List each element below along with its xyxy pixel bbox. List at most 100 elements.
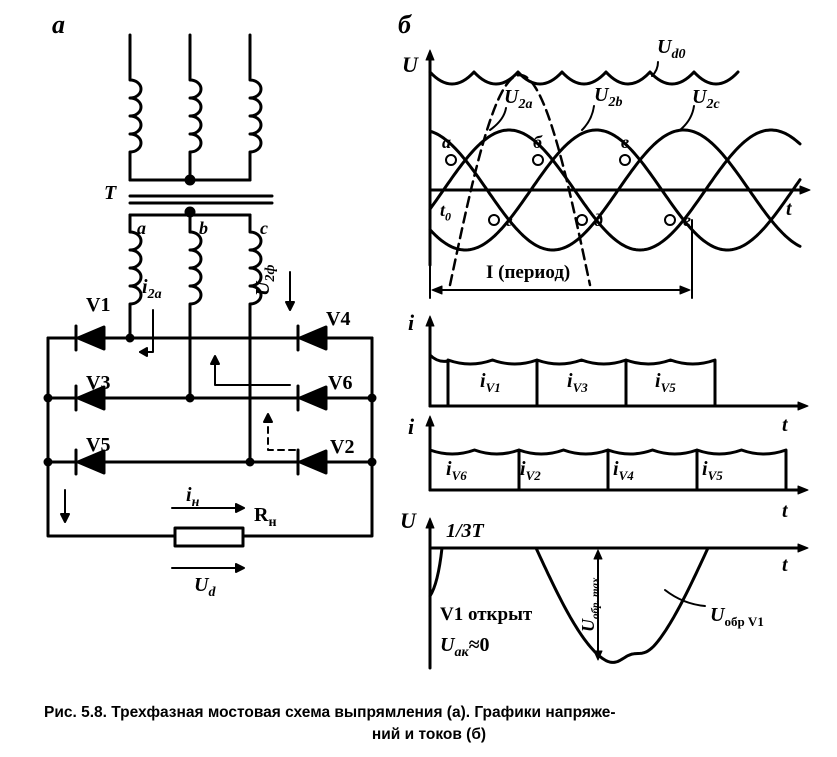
secondary-winding-c xyxy=(248,213,263,464)
panel-a-circuit xyxy=(43,33,377,573)
point-a-label: а xyxy=(442,132,451,152)
t0-label: t0 xyxy=(440,200,452,224)
load-voltage-label: Ud xyxy=(194,574,216,600)
uak-label: Uак≈0 xyxy=(440,634,490,660)
v1-open-label: V1 открыт xyxy=(440,604,533,625)
phase-b-label: b xyxy=(199,218,208,238)
point-b xyxy=(532,154,544,166)
intersection-points xyxy=(445,154,676,226)
panel-a-label: а xyxy=(52,10,65,39)
diode-v2 xyxy=(296,448,328,476)
u2a-leader xyxy=(489,107,507,131)
plot-2-x-label: t xyxy=(782,414,788,436)
load-resistor xyxy=(173,526,245,548)
point-g xyxy=(488,214,500,226)
circuit-nodes xyxy=(43,333,377,467)
left-rail xyxy=(46,336,177,538)
plot-4-reverse-voltage xyxy=(425,517,809,670)
u2c-leader xyxy=(679,105,695,131)
diode-v6-label: V6 xyxy=(328,372,353,394)
uobr-curve xyxy=(534,546,710,664)
pulse-iv2-label: iV2 xyxy=(520,458,541,483)
uobr-max-label: Uобр. max xyxy=(578,577,602,632)
plot-4-initial-drop xyxy=(428,546,444,598)
phase-a-label: a xyxy=(137,218,146,238)
point-g-label: г xyxy=(506,210,513,230)
load-resistor-label: Rн xyxy=(254,504,277,530)
point-v-label: в xyxy=(621,132,630,152)
phase-c-label: c xyxy=(260,218,268,238)
plot-2-pulses xyxy=(428,353,717,408)
pulse-iv4-label: iV4 xyxy=(613,458,634,483)
figure-canvas xyxy=(43,33,811,670)
i2a-label: i2a xyxy=(142,276,162,302)
plot-4-x-label: t xyxy=(782,554,788,576)
point-a xyxy=(445,154,457,166)
plot-4-y-label: U xyxy=(400,508,416,533)
caption-line-1: Рис. 5.8. Трехфазная мостовая схема выпр… xyxy=(44,704,616,721)
ud0-label: Ud0 xyxy=(657,36,686,62)
uobr-v1-label: Uобр V1 xyxy=(710,604,764,629)
ud0-envelope xyxy=(428,70,740,86)
diode-v5-label: V5 xyxy=(86,434,111,456)
point-v xyxy=(619,154,631,166)
u2f-label: U2ф xyxy=(252,264,278,296)
pulse-iv5b-label: iV5 xyxy=(702,458,723,483)
third-period-label: 1/3T xyxy=(446,520,484,542)
u2b-leader xyxy=(581,105,595,131)
plot-1-y-label: U xyxy=(402,52,418,77)
plot-2-currents xyxy=(425,315,809,411)
arrow-v2-path xyxy=(267,421,296,451)
plot-1-x-label: t xyxy=(786,198,792,220)
point-e xyxy=(664,214,676,226)
current-arrows xyxy=(60,271,296,573)
load-current-label: iн xyxy=(186,484,200,510)
primary-winding-c xyxy=(248,33,263,182)
phase-c-curve xyxy=(428,128,802,252)
labels-layer: а T a b c U2ф i2a V1 V3 V5 V4 V6 V2 iн R… xyxy=(52,10,792,660)
plot-2-y-label: i xyxy=(408,310,415,335)
phase-b-curve xyxy=(428,128,802,252)
pulse-iv1-label: iV1 xyxy=(480,370,501,395)
diode-v4-label: V4 xyxy=(326,308,351,330)
u2b-label: U2b xyxy=(594,84,623,110)
u2a-label: U2a xyxy=(504,86,533,112)
diode-v2-label: V2 xyxy=(330,436,355,458)
diode-v1-label: V1 xyxy=(86,294,111,316)
point-d xyxy=(576,214,588,226)
primary-winding-b xyxy=(188,33,203,182)
uobr-leader xyxy=(664,589,706,607)
figure-caption: Рис. 5.8. Трехфазная мостовая схема выпр… xyxy=(44,702,814,746)
phase-a-dashed-curve xyxy=(448,73,592,287)
plot-1-voltages xyxy=(425,49,811,299)
diode-v3-label: V3 xyxy=(86,372,111,394)
plot-3-pulses xyxy=(428,448,788,492)
caption-line-2: ний и токов (б) xyxy=(371,726,487,743)
right-rail xyxy=(241,336,374,538)
plot-3-y-label: i xyxy=(408,414,415,439)
primary-winding-a xyxy=(128,33,143,182)
primary-neutral-node xyxy=(184,174,196,186)
arrow-v6-path xyxy=(214,359,291,386)
ud0-leader xyxy=(651,61,659,77)
diode-v3 xyxy=(74,384,106,412)
point-d-label: д xyxy=(594,210,603,230)
plot-3-currents xyxy=(425,415,809,495)
transformer-core xyxy=(128,194,274,205)
diode-v1 xyxy=(74,324,106,352)
secondary-winding-b xyxy=(188,213,203,400)
diode-v6 xyxy=(296,384,328,412)
diodes xyxy=(74,324,328,476)
period-label: I (период) xyxy=(486,262,571,283)
pulse-iv6-label: iV6 xyxy=(446,458,467,483)
u2c-label: U2c xyxy=(692,86,720,112)
point-b-label: б xyxy=(533,132,542,152)
pulse-iv5-label: iV5 xyxy=(655,370,676,395)
phase-a-curve xyxy=(428,128,802,252)
pulse-iv3-label: iV3 xyxy=(567,370,588,395)
diode-v4 xyxy=(296,324,328,352)
panel-b-label: б xyxy=(398,10,411,39)
point-e-label: е xyxy=(683,210,691,230)
transformer-label: T xyxy=(104,182,117,204)
plot-3-x-label: t xyxy=(782,500,788,522)
